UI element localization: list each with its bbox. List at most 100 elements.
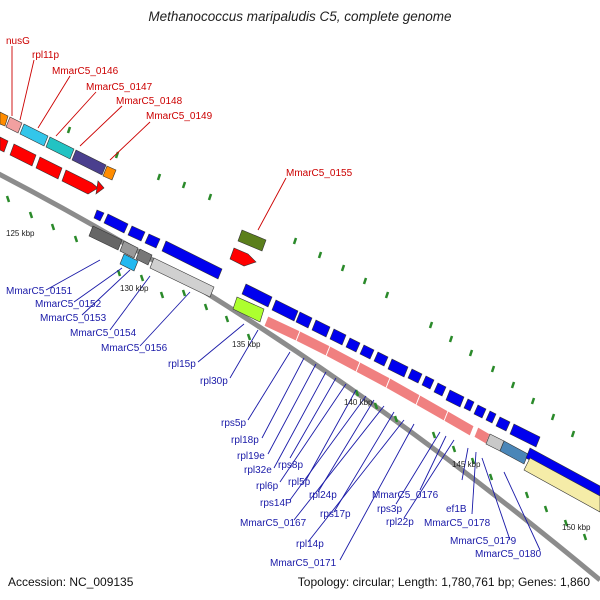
gene-blue-q[interactable] xyxy=(433,382,447,397)
tick-label-140: 140 kbp xyxy=(344,398,373,407)
accession-text: Accession: NC_009135 xyxy=(8,575,134,589)
label-ef1B[interactable]: ef1B xyxy=(446,504,467,515)
gene-blue-f[interactable] xyxy=(241,283,273,308)
gene-pink-7[interactable] xyxy=(443,410,475,437)
gene-pink-5[interactable] xyxy=(385,377,421,406)
gene-blue-k[interactable] xyxy=(345,337,361,353)
gene-blue-h[interactable] xyxy=(295,311,313,329)
inner-gene-cluster-3 xyxy=(485,433,600,513)
tick-label-125: 125 kbp xyxy=(6,229,35,238)
inner-tick-marks xyxy=(5,195,588,541)
gene-MmarC5_0153[interactable] xyxy=(135,248,153,266)
outer-gene-labels: nusG rpl11p MmarC5_0146 MmarC5_0147 Mmar… xyxy=(6,36,353,179)
gene-MmarC5_0152[interactable] xyxy=(119,240,139,259)
gene-blue-x[interactable] xyxy=(525,447,600,499)
label-rps3p[interactable]: rps3p xyxy=(377,504,402,515)
label-rpl30p[interactable]: rpl30p xyxy=(200,376,228,387)
label-MmarC5_0167[interactable]: MmarC5_0167 xyxy=(240,518,307,529)
label-MmarC5_0153[interactable]: MmarC5_0153 xyxy=(40,313,107,324)
gene-red-4[interactable] xyxy=(61,169,99,195)
gene-MmarC5_0147[interactable] xyxy=(45,136,75,160)
gene-rpl11p[interactable] xyxy=(5,116,23,134)
gene-pink-6[interactable] xyxy=(415,394,449,422)
gene-blue-a[interactable] xyxy=(93,209,105,222)
tick-label-135: 135 kbp xyxy=(232,340,261,349)
label-MmarC5_0147[interactable]: MmarC5_0147 xyxy=(86,82,153,93)
label-MmarC5_0176[interactable]: MmarC5_0176 xyxy=(372,490,439,501)
gene-pink-4[interactable] xyxy=(355,361,391,389)
topology-text: Topology: circular; Length: 1,780,761 bp… xyxy=(297,575,590,589)
tick-label-130: 130 kbp xyxy=(120,284,149,293)
label-MmarC5_0178[interactable]: MmarC5_0178 xyxy=(424,518,491,529)
gene-MmarC5_0148[interactable] xyxy=(71,149,107,176)
gene-blue-p[interactable] xyxy=(421,375,435,390)
gene-blue-t[interactable] xyxy=(473,404,487,419)
gene-MmarC5_0155[interactable] xyxy=(237,229,267,252)
gene-MmarC5_0146[interactable] xyxy=(19,123,49,147)
label-rpl19e[interactable]: rpl19e xyxy=(237,451,265,462)
gene-red-5[interactable] xyxy=(95,180,105,195)
gene-MmarC5_0178[interactable] xyxy=(499,440,529,465)
label-MmarC5_0151[interactable]: MmarC5_0151 xyxy=(6,286,73,297)
label-MmarC5_0154[interactable]: MmarC5_0154 xyxy=(70,328,137,339)
label-rpl18p[interactable]: rpl18p xyxy=(231,435,259,446)
gene-blue-w[interactable] xyxy=(509,423,541,448)
inner-gene-cluster-1 xyxy=(88,209,223,298)
label-rpl22p[interactable]: rpl22p xyxy=(386,517,414,528)
label-nusG[interactable]: nusG xyxy=(6,36,30,47)
tick-labels: 125 kbp 130 kbp 135 kbp 140 kbp 145 kbp … xyxy=(6,229,591,532)
label-rpl15p[interactable]: rpl15p xyxy=(168,359,196,370)
gene-blue-l[interactable] xyxy=(359,344,375,360)
gene-blue-c[interactable] xyxy=(127,225,146,242)
ribosomal-band xyxy=(263,315,491,445)
gene-red-1[interactable] xyxy=(0,136,9,153)
label-rps5p[interactable]: rps5p xyxy=(221,418,246,429)
label-rps14P[interactable]: rps14P xyxy=(260,498,292,509)
label-MmarC5_0152[interactable]: MmarC5_0152 xyxy=(35,299,102,310)
label-rpl5p[interactable]: rpl5p xyxy=(288,477,311,488)
label-MmarC5_0149[interactable]: MmarC5_0149 xyxy=(146,111,213,122)
label-rpl6p[interactable]: rpl6p xyxy=(256,481,279,492)
label-MmarC5_0148[interactable]: MmarC5_0148 xyxy=(116,96,183,107)
gene-MmarC5_0149[interactable] xyxy=(102,165,117,181)
label-rpl11p[interactable]: rpl11p xyxy=(32,50,59,61)
label-rps17p[interactable]: rps17p xyxy=(320,509,351,520)
gene-MmarC5_0156[interactable] xyxy=(149,257,215,298)
label-MmarC5_0156[interactable]: MmarC5_0156 xyxy=(101,343,168,354)
label-MmarC5_0180[interactable]: MmarC5_0180 xyxy=(475,549,542,560)
gene-nusG[interactable] xyxy=(0,111,9,127)
tick-label-145: 145 kbp xyxy=(452,460,481,469)
gene-blue-r[interactable] xyxy=(445,389,465,408)
label-rps8p[interactable]: rps8p xyxy=(278,460,303,471)
label-rpl14p[interactable]: rpl14p xyxy=(296,539,324,550)
gene-blue-s[interactable] xyxy=(463,398,475,412)
inner-gene-labels: MmarC5_0151 MmarC5_0152 MmarC5_0153 Mmar… xyxy=(6,286,542,569)
label-MmarC5_0171[interactable]: MmarC5_0171 xyxy=(270,558,337,569)
label-MmarC5_0146[interactable]: MmarC5_0146 xyxy=(52,66,119,77)
gene-blue-m[interactable] xyxy=(373,351,389,367)
gene-MmarC5_0180[interactable] xyxy=(523,457,600,513)
gene-MmarC5_0154[interactable] xyxy=(119,253,139,272)
gene-red-2[interactable] xyxy=(9,143,37,167)
gene-red-6[interactable] xyxy=(229,247,257,267)
gene-blue-g[interactable] xyxy=(271,299,299,322)
label-rpl32e[interactable]: rpl32e xyxy=(244,465,272,476)
gene-blue-v[interactable] xyxy=(495,416,511,432)
gene-blue-n[interactable] xyxy=(387,358,409,378)
gene-blue-b[interactable] xyxy=(103,213,129,234)
gene-red-3[interactable] xyxy=(35,156,63,180)
label-MmarC5_0179[interactable]: MmarC5_0179 xyxy=(450,536,517,547)
label-rpl24p[interactable]: rpl24p xyxy=(309,490,337,501)
gene-blue-j[interactable] xyxy=(329,328,347,346)
gene-blue-d[interactable] xyxy=(144,233,161,249)
gene-blue-u[interactable] xyxy=(485,410,497,424)
gene-MmarC5_0151[interactable] xyxy=(88,225,123,251)
inner-label-leaders xyxy=(45,259,541,561)
gene-blue-i[interactable] xyxy=(311,319,331,338)
gene-green[interactable] xyxy=(232,296,265,323)
gene-blue-e[interactable] xyxy=(161,240,223,280)
label-MmarC5_0155[interactable]: MmarC5_0155 xyxy=(286,168,353,179)
gene-blue-o[interactable] xyxy=(407,368,423,384)
